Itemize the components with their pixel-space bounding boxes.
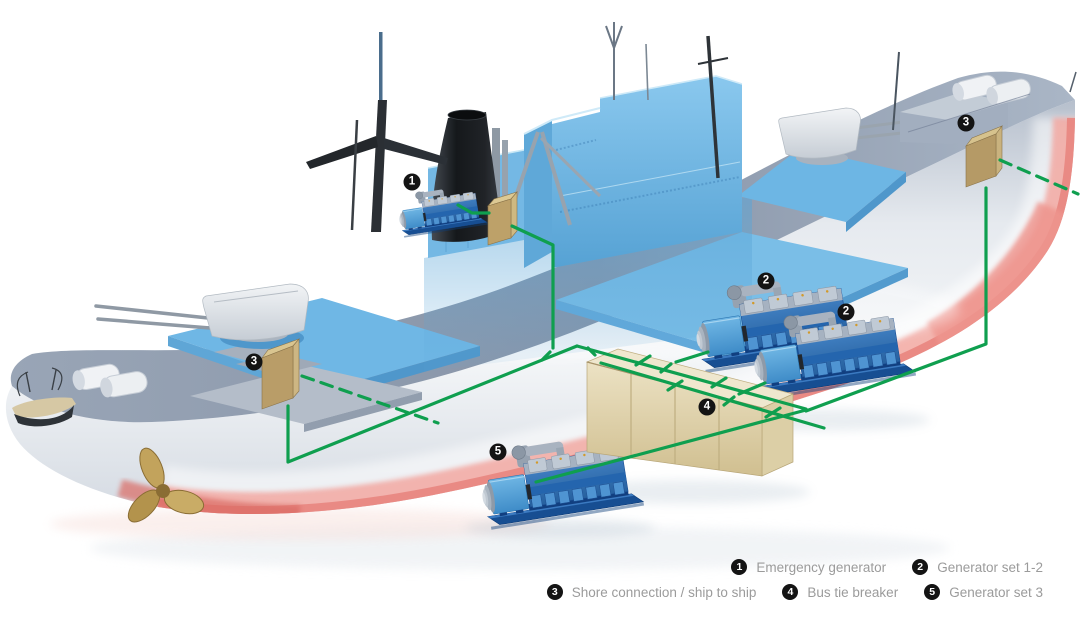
legend-badge-2: 2 xyxy=(912,559,929,575)
legend-label-3: Shore connection / ship to ship xyxy=(571,584,757,600)
main-mast xyxy=(306,32,448,232)
power-network xyxy=(286,158,1080,484)
legend-row-2: 3 Shore connection / ship to ship 4 Bus … xyxy=(546,584,1043,600)
propeller xyxy=(127,447,205,523)
legend-label-1: Emergency generator xyxy=(756,559,887,575)
callout-badge-3: 3 xyxy=(957,114,975,132)
shore-connection-box-aft xyxy=(261,338,300,410)
legend-badge-4: 4 xyxy=(782,584,799,600)
legend-item-generator-set-1-2: 2 Generator set 1-2 xyxy=(912,559,1043,575)
shore-connection-box-forward xyxy=(965,125,1003,188)
legend-label-4: Bus tie breaker xyxy=(807,584,899,600)
line-emergency-feeder xyxy=(510,224,555,350)
radar-mast-forward xyxy=(605,22,649,101)
legend: 1 Emergency generator 2 Generator set 1-… xyxy=(546,559,1043,600)
turret-aft xyxy=(94,283,309,349)
legend-badge-5: 5 xyxy=(924,584,941,600)
main-bus-a xyxy=(575,344,808,411)
line-genset2 xyxy=(737,381,767,396)
callout-badge-5: 5 xyxy=(489,443,507,461)
shore-cable-forward-dashed xyxy=(998,158,1080,196)
callout-badge-3: 3 xyxy=(245,353,263,371)
line-shore-forward xyxy=(804,186,988,413)
legend-badge-1: 1 xyxy=(731,559,748,575)
legend-item-bus-tie-breaker: 4 Bus tie breaker xyxy=(782,584,898,600)
callout-badge-2: 2 xyxy=(757,272,775,290)
line-shore-aft xyxy=(286,344,579,464)
antenna-mast-starboard xyxy=(697,35,729,179)
legend-badge-3: 3 xyxy=(546,584,563,600)
callout-badge-1: 1 xyxy=(403,173,421,191)
deck-vents-aft xyxy=(72,363,148,398)
callout-badge-4: 4 xyxy=(698,398,716,416)
callout-badge-2: 2 xyxy=(837,303,855,321)
turret-forward xyxy=(738,107,952,232)
legend-row-1: 1 Emergency generator 2 Generator set 1-… xyxy=(731,559,1043,575)
bow-antenna xyxy=(892,51,900,131)
shore-cable-aft-dashed xyxy=(300,374,440,425)
bow-deckhouse xyxy=(900,71,1077,144)
line-genset3 xyxy=(534,408,808,484)
legend-item-emergency-generator: 1 Emergency generator xyxy=(731,559,886,575)
line-emergency-generator xyxy=(456,203,491,215)
lifeboat xyxy=(12,367,76,427)
legend-item-generator-set-3: 5 Generator set 3 xyxy=(924,584,1043,600)
legend-label-5: Generator set 3 xyxy=(949,584,1043,600)
main-bus-b xyxy=(599,361,826,430)
legend-label-2: Generator set 1-2 xyxy=(937,559,1043,575)
legend-item-shore-connection: 3 Shore connection / ship to ship xyxy=(546,584,757,600)
line-genset1 xyxy=(674,350,710,364)
